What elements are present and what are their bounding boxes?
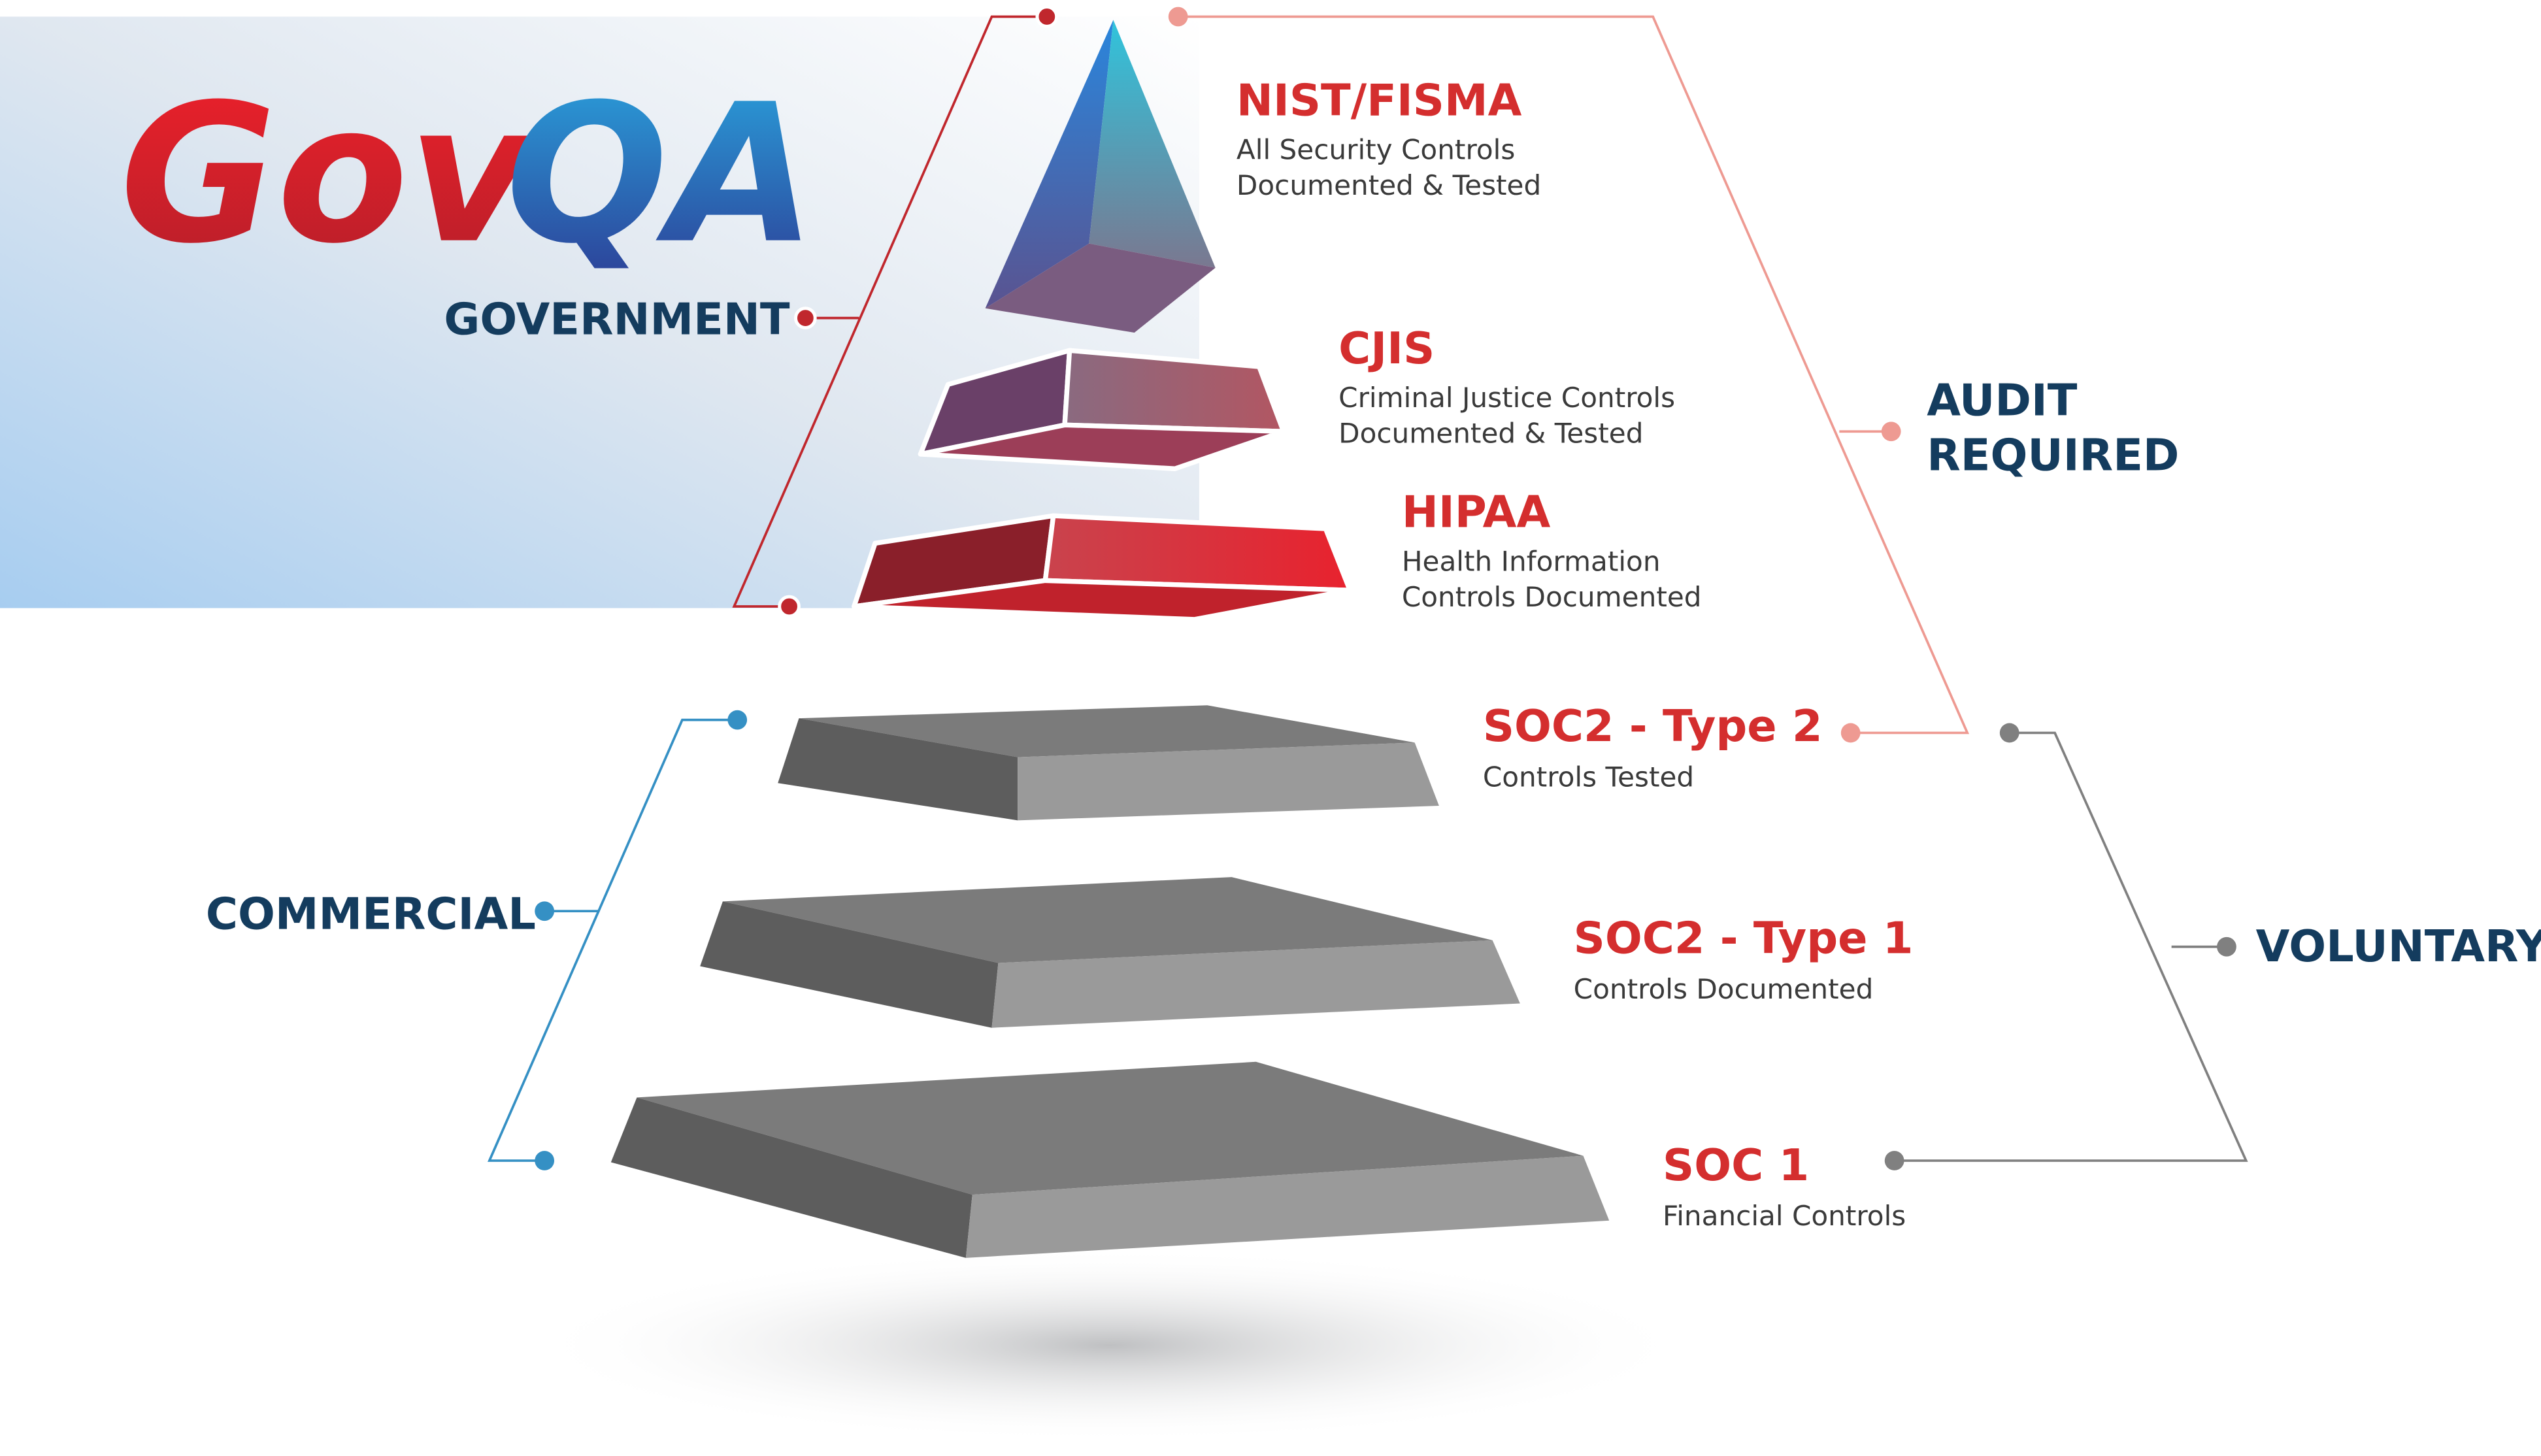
tier-description: Documented & Tested — [1338, 418, 1643, 450]
tier-title: SOC2 - Type 1 — [1574, 913, 1914, 964]
audit-dot-top — [1168, 7, 1188, 27]
tier-description: Health Information — [1402, 545, 1661, 577]
tier-label-soc2-type1: SOC2 - Type 1 Controls Documented — [1574, 913, 1914, 1005]
tier-label-nist: NIST/FISMA All Security Controls Documen… — [1237, 75, 1541, 202]
voluntary-dot-bottom — [1884, 1151, 1904, 1170]
logo-qa: QA — [506, 63, 816, 286]
tier-description: Controls Documented — [1574, 973, 1874, 1005]
commercial-dot-top — [727, 710, 748, 730]
tier-description: All Security Controls — [1237, 134, 1515, 166]
voluntary-dot-mid — [2217, 936, 2236, 957]
tier-title: HIPAA — [1402, 487, 1551, 538]
tier-label-soc2-type2: SOC2 - Type 2 Controls Tested — [1483, 701, 1823, 793]
voluntary-bracket — [1894, 731, 2248, 1162]
commercial-dot-mid — [535, 901, 555, 921]
tier-title: CJIS — [1338, 323, 1435, 374]
tier-shape-nist — [985, 20, 1216, 333]
tier-shape-soc1 — [610, 1061, 1610, 1258]
pyramid-shadow — [526, 1248, 1694, 1443]
logo-background — [0, 16, 1199, 608]
tier-shape-soc2-type1 — [700, 877, 1520, 1028]
tier-shape-cjis — [918, 348, 1286, 471]
audit-dot-bottom — [1840, 723, 1861, 743]
govqa-logo: Gov QA — [120, 63, 816, 286]
tier-description: Controls Tested — [1483, 761, 1694, 793]
voluntary-label: VOLUNTARY — [2256, 921, 2541, 972]
tier-description: Financial Controls — [1663, 1200, 1906, 1232]
tier-description: Criminal Justice Controls — [1338, 382, 1675, 414]
government-dot-bottom — [778, 595, 801, 618]
tier-title: SOC2 - Type 2 — [1483, 701, 1823, 752]
tier-shape-hipaa — [852, 513, 1353, 622]
tier-label-hipaa: HIPAA Health Information Controls Docume… — [1402, 487, 1702, 614]
commercial-dot-bottom — [535, 1151, 555, 1170]
government-dot-top — [1035, 5, 1059, 28]
commercial-label: COMMERCIAL — [206, 888, 536, 939]
government-label: GOVERNMENT — [444, 293, 789, 344]
tier-description: Documented & Tested — [1237, 169, 1541, 201]
tier-shape-soc2-type2 — [778, 705, 1439, 821]
audit-dot-mid — [1881, 422, 1901, 442]
tier-label-cjis: CJIS Criminal Justice Controls Documente… — [1338, 323, 1675, 450]
audit-required-label-line1: AUDIT — [1927, 374, 2078, 425]
logo-gov: Gov — [120, 63, 539, 286]
tier-title: NIST/FISMA — [1237, 75, 1522, 126]
voluntary-dot-top — [1999, 723, 2019, 743]
tier-description: Controls Documented — [1402, 581, 1702, 613]
audit-required-label-line2: REQUIRED — [1927, 430, 2179, 481]
tier-title: SOC 1 — [1663, 1140, 1809, 1191]
tier-label-soc1: SOC 1 Financial Controls — [1663, 1140, 1906, 1232]
government-dot-mid — [794, 306, 817, 330]
